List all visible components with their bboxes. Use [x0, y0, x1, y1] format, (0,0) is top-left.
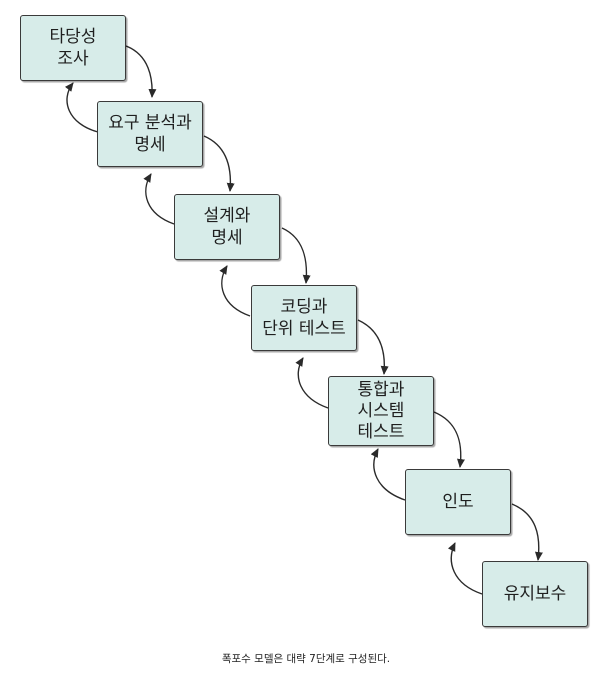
- stage-label-line: 명세: [211, 228, 243, 248]
- stage-label-line: 요구 분석과: [108, 113, 192, 133]
- stage-label-line: 설계와: [203, 206, 251, 226]
- stage-label-line: 시스템: [357, 400, 405, 421]
- stage-requirements-analysis: 요구 분석과 명세: [97, 101, 203, 167]
- stage-integration-system-test: 통합과 시스템 테스트: [328, 376, 434, 446]
- arrow-forward-5: [433, 411, 465, 468]
- arrow-forward-4: [357, 319, 389, 375]
- arrow-back-3: [219, 265, 251, 317]
- arrow-back-6: [447, 542, 483, 595]
- arrow-back-1: [64, 82, 99, 133]
- stage-label-line: 단위 테스트: [262, 319, 346, 339]
- stage-label-line: 통합과: [357, 379, 405, 400]
- stage-feasibility-study: 타당성 조사: [20, 15, 126, 81]
- stage-delivery: 인도: [405, 469, 511, 535]
- stage-label-line: 테스트: [357, 421, 405, 442]
- arrow-forward-2: [203, 135, 235, 192]
- arrow-back-2: [143, 173, 175, 225]
- arrow-back-5: [370, 448, 406, 501]
- arrow-forward-3: [281, 227, 311, 284]
- arrow-forward-6: [511, 503, 543, 561]
- stage-design: 설계와 명세: [174, 194, 280, 260]
- stage-label-line: 타당성: [49, 27, 97, 47]
- arrow-forward-1: [125, 45, 157, 98]
- stage-coding-unit-test: 코딩과 단위 테스트: [251, 285, 357, 351]
- arrow-back-4: [295, 357, 329, 409]
- stage-maintenance: 유지보수: [482, 561, 588, 627]
- stage-label-line: 코딩과: [280, 297, 328, 317]
- stage-label-line: 유지보수: [503, 584, 567, 604]
- stage-label-line: 인도: [442, 492, 474, 512]
- stage-label-line: 조사: [57, 49, 89, 69]
- stage-label-line: 명세: [134, 135, 166, 155]
- figure-caption: 폭포수 모델은 대략 7단계로 구성된다.: [221, 653, 391, 665]
